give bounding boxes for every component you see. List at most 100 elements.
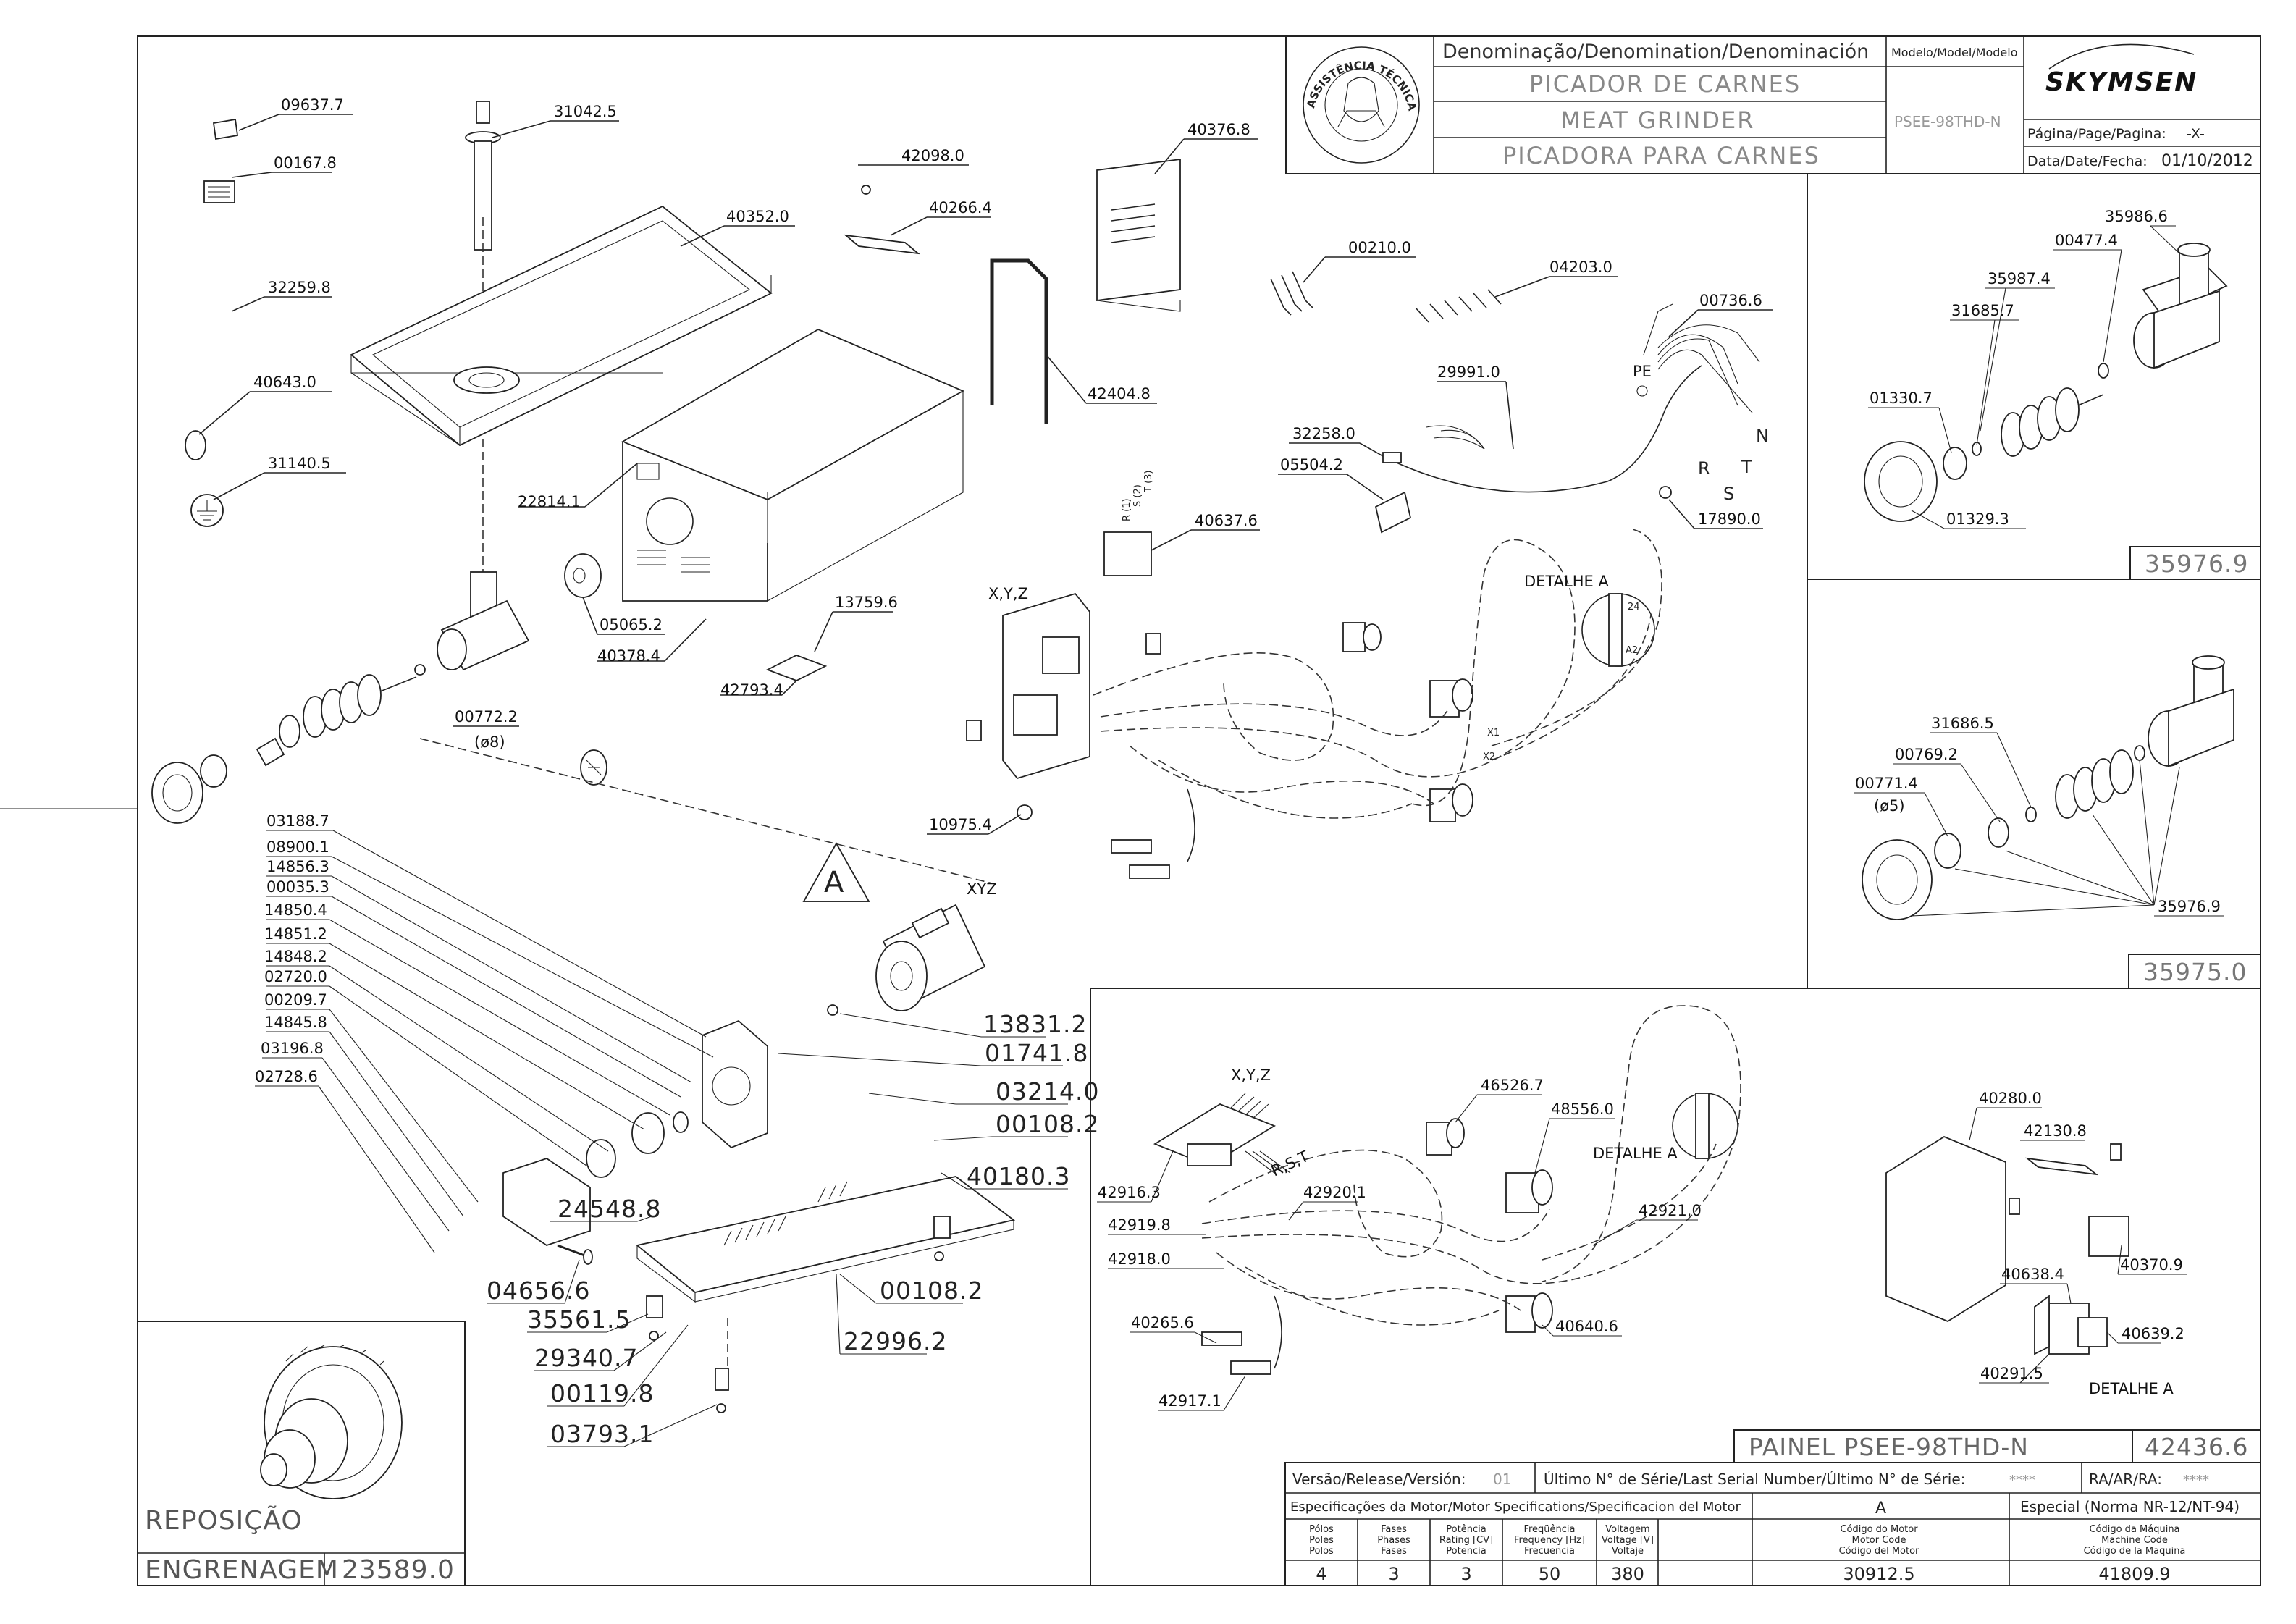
part-label-31042-5: 31042.5 [554, 103, 617, 120]
kit-35975-labels: 31686.5 00769.2 00771.4 (ø5) 35976.9 359… [1854, 715, 2261, 989]
part-label-10975-4: 10975.4 [929, 816, 992, 833]
wire-label-s2: S (2) [1132, 484, 1143, 507]
poles-h-es: Polos [1309, 1546, 1334, 1557]
part-label-diam-8: (ø8) [474, 733, 505, 751]
motor-spec-label: Especificações da Motor/Motor Specificat… [1290, 1499, 1741, 1515]
detail-a-label: DETALHE A [1524, 573, 1609, 590]
part-label-00477-4: 00477.4 [2055, 232, 2118, 249]
panel-label-42918-0: 42918.0 [1108, 1250, 1171, 1268]
svg-text:ASSISTÊNCIA TÉCNICA AUTORIZADA: ASSISTÊNCIA TÉCNICA AUTORIZADA [0, 0, 1419, 112]
part-label-14850-4: 14850.4 [264, 901, 327, 919]
panel-labels: 42916.3 42919.8 42918.0 40265.6 42917.1 … [1097, 1066, 2261, 1463]
part-label-00108-2-bottom: 00108.2 [880, 1276, 983, 1305]
serial-label: Último N° de Série/Last Serial Number/Úl… [1544, 1471, 1965, 1488]
freq-h-es: Frecuencia [1524, 1546, 1575, 1557]
spec-col-poles: Pólos Poles Polos 4 [1309, 1524, 1334, 1584]
name-pt: PICADOR DE CARNES [1529, 70, 1801, 98]
control-box [1002, 592, 1090, 780]
phases-h-es: Fases [1381, 1546, 1407, 1557]
panel-label-xyz: X,Y,Z [1231, 1066, 1271, 1084]
date-value: 01/10/2012 [2161, 152, 2253, 170]
panel-label-40640-6: 40640.6 [1555, 1318, 1618, 1335]
part-label-09637-7: 09637.7 [281, 96, 344, 114]
version-label: Versão/Release/Versión: [1292, 1471, 1466, 1488]
rating-h-es: Potencia [1446, 1546, 1486, 1557]
rating-value: 3 [1460, 1564, 1471, 1584]
machine-code-value: 41809.9 [2098, 1564, 2170, 1584]
freq-h-en: Frequency [Hz] [1514, 1535, 1585, 1546]
part-label-08900-1: 08900.1 [266, 838, 329, 856]
part-label-14848-2: 14848.2 [264, 948, 327, 965]
replacement-gear-code: 23589.0 [342, 1555, 455, 1585]
part-label-35987-4: 35987.4 [1988, 270, 2051, 287]
panel-label-40639-2: 40639.2 [2122, 1325, 2184, 1342]
part-label-00035-3: 00035.3 [266, 878, 329, 896]
part-label-03196-8: 03196.8 [261, 1040, 324, 1057]
machine-code-h-pt: Código da Máquina [2089, 1524, 2179, 1535]
name-en: MEAT GRINDER [1560, 106, 1754, 134]
ra-value: **** [2183, 1473, 2209, 1488]
part-label-14845-8: 14845.8 [264, 1014, 327, 1031]
washer-part [185, 430, 206, 460]
poles-value: 4 [1316, 1564, 1326, 1584]
part-label-04656-6: 04656.6 [487, 1276, 590, 1305]
part-label-diam-5: (ø5) [1874, 797, 1905, 815]
serial-value: **** [2009, 1473, 2035, 1488]
freq-value: 50 [1539, 1564, 1561, 1584]
kit-35975-code-box [2128, 954, 2261, 989]
kit-35976-labels: 35986.6 00477.4 35987.4 31685.7 01330.7 … [1868, 208, 2261, 580]
part-label-32259-8: 32259.8 [268, 279, 331, 296]
phases-h-pt: Fases [1381, 1524, 1407, 1535]
name-es: PICADORA PARA CARNES [1502, 142, 1820, 169]
panel-label-46526-7: 46526.7 [1481, 1077, 1544, 1094]
part-label-42098-0: 42098.0 [901, 147, 964, 164]
part-label-05065-2: 05065.2 [600, 616, 663, 634]
spec-col-phases: Fases Phases Fases 3 [1377, 1524, 1410, 1584]
panel-drawing [1153, 1005, 2129, 1375]
motor-code-h-en: Motor Code [1852, 1535, 1906, 1546]
plate-part [1096, 158, 1181, 302]
part-label-00736-6: 00736.6 [1699, 292, 1762, 309]
panel-plate-40280 [1885, 1135, 2006, 1323]
phases-value: 3 [1388, 1564, 1399, 1584]
kit-35976-code-box [2129, 546, 2261, 580]
part-label-03793-1: 03793.1 [550, 1420, 654, 1448]
part-label-01741-8: 01741.8 [985, 1039, 1088, 1067]
motor-part [827, 904, 986, 1016]
poles-h-en: Poles [1309, 1535, 1334, 1546]
kit-35976-drawing [1864, 243, 2228, 522]
motor-code-h-es: Código del Motor [1839, 1546, 1919, 1557]
page-label: Página/Page/Pagina: [2027, 126, 2166, 142]
part-label-29991-0: 29991.0 [1437, 363, 1500, 381]
main-part-labels: 09637.7 00167.8 32259.8 40643.0 31140.5 … [198, 96, 1773, 1448]
kit-35975-code: 35975.0 [2143, 958, 2247, 986]
wire-label-s: S [1723, 484, 1735, 504]
panel-detail-a: DETALHE A [1593, 1145, 1678, 1162]
part-label-40643-0: 40643.0 [253, 374, 316, 391]
part-label-02720-0: 02720.0 [264, 968, 327, 985]
motor-marker-a: A [824, 866, 844, 899]
part-label-22996-2: 22996.2 [844, 1327, 947, 1355]
spec-table: Versão/Release/Versión: 01 Último N° de … [1284, 1462, 2261, 1586]
main-drawing-shapes [151, 101, 1760, 1413]
wire-label-n: N [1756, 426, 1770, 446]
stamp-text: ASSISTÊNCIA TÉCNICA AUTORIZADA [0, 0, 1419, 112]
panel-label-40370-9: 40370.9 [2120, 1256, 2183, 1274]
phases-h-en: Phases [1377, 1535, 1410, 1546]
wire-label-t3: T (3) [1143, 471, 1154, 494]
rating-h-pt: Potência [1446, 1524, 1486, 1535]
part-label-24548-8: 24548.8 [558, 1195, 661, 1223]
panel-label-42917-1: 42917.1 [1158, 1392, 1221, 1410]
part-label-40637-6: 40637.6 [1195, 512, 1258, 529]
motor-code-value: 30912.5 [1843, 1564, 1914, 1584]
spec-col-rating: Potência Rating [CV] Potencia 3 [1439, 1524, 1493, 1584]
volt-h-es: Voltaje [1612, 1546, 1644, 1557]
part-label-40266-4: 40266.4 [929, 199, 992, 216]
wire-label-xyz: X,Y,Z [988, 585, 1028, 602]
panel-label-42919-8: 42919.8 [1108, 1216, 1171, 1234]
part-label-03214-0: 03214.0 [996, 1077, 1099, 1106]
part-label-40378-4: 40378.4 [597, 647, 660, 665]
model-value: PSEE-98THD-N [1894, 113, 2001, 130]
part-label-01330-7: 01330.7 [1870, 390, 1933, 407]
